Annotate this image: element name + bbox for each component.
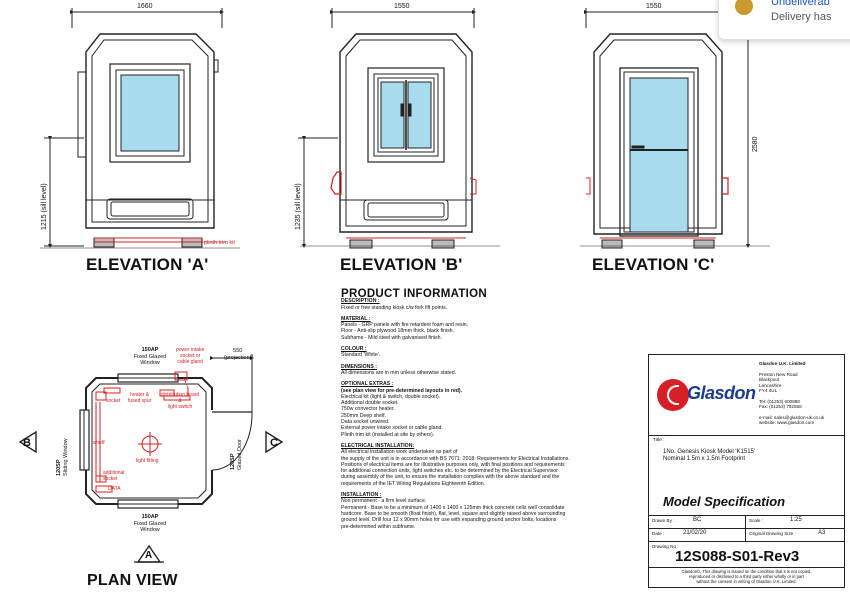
installation-line: ground level. Drill four 12 x 90mm holes… xyxy=(341,517,557,524)
plinth-trim-note: plinth trim kit xyxy=(204,240,235,246)
material-line: Floor - Anti-slip plywood 18mm thick, bl… xyxy=(341,328,455,335)
electrical-line: requirements of the IET Wiring Regulatio… xyxy=(341,480,486,487)
electrical-line: the supply of the unit is in accordance … xyxy=(341,455,570,462)
installation-line: Permanent - Base to be a minimum of 1400… xyxy=(341,504,565,511)
optional-extras-sub: (see plan view for pre-determined layout… xyxy=(341,387,463,394)
shelf-note: shelf xyxy=(93,440,105,446)
elevation-b-title: ELEVATION 'B' xyxy=(340,255,463,274)
socket-note: socket xyxy=(106,398,121,404)
size-cell: Original Drawing Size : A3 xyxy=(749,530,826,536)
elevation-c-height-dim: 2580 xyxy=(752,136,759,152)
model-specification: Model Specification xyxy=(663,494,786,509)
data-socket-note: DATA xyxy=(108,486,121,492)
copyright-notice: Glasdon©. This drawing is issued on the … xyxy=(681,569,812,584)
dimensions-text: All dimensions are in mm unless otherwis… xyxy=(341,369,457,376)
logo-text: Glasdon xyxy=(687,383,756,403)
elevation-a-width: 1660 xyxy=(137,3,153,10)
elevation-c-title: ELEVATION 'C' xyxy=(592,255,715,274)
optional-line: Additional double socket. xyxy=(341,400,399,407)
projection-dim: 550(projection) xyxy=(224,348,252,361)
optional-line: 250mm Deep shelf. xyxy=(341,412,386,419)
electrical-line: for additional connection units, light s… xyxy=(341,468,558,475)
colour-text: Standard 'White'. xyxy=(341,352,381,359)
distribution-board-note: distribution board &light switch xyxy=(160,392,200,410)
material-label: MATERIAL : xyxy=(341,315,371,322)
elevation-b-sill-dim: 1235 (sill level) xyxy=(295,183,302,230)
drawing-title: 1No. Genesis Kiosk Model 'K1515'Nominal … xyxy=(663,449,756,463)
title-block: Glasdon Glasdon U.K. Limited Preston New… xyxy=(648,354,845,588)
product-info-heading: PRODUCT INFORMATION xyxy=(341,288,488,300)
elevation-a-title: ELEVATION 'A' xyxy=(86,255,209,274)
title-label: Title : xyxy=(653,438,665,443)
notification-title: Undeliverab xyxy=(771,0,830,8)
electrical-line: All electrical installation work underta… xyxy=(341,449,458,456)
optional-extras-label: OPTIONAL EXTRAS : xyxy=(341,381,394,388)
delivery-notification[interactable]: Undeliverab Delivery has xyxy=(718,0,850,40)
elevation-b-width: 1550 xyxy=(394,3,410,10)
description-label: DESCRIPTION : xyxy=(341,298,380,305)
colour-label: COLOUR : xyxy=(341,346,367,353)
notification-body: Delivery has xyxy=(771,11,832,23)
product-information: PRODUCT INFORMATION DESCRIPTION : Fixed … xyxy=(341,288,633,530)
elevation-c-drawing xyxy=(580,8,770,249)
material-line: Subframe - Mild steel with galvanised fi… xyxy=(341,334,442,341)
material-line: Panels - GRP panels with fire retardent … xyxy=(341,322,469,329)
drawn-by-cell: Drawn By : BC xyxy=(649,515,746,528)
heater-note: heater &fused spur xyxy=(128,392,152,404)
electrical-line: during assembly of the unit, to ensure t… xyxy=(341,474,560,481)
optional-line: External power intake socket or cable gl… xyxy=(341,425,443,432)
electrical-line: Positions of electrical items are for il… xyxy=(341,461,565,468)
installation-line: hardcore. Base to be smooth (float finis… xyxy=(341,510,566,517)
view-c-marker: C xyxy=(270,437,278,449)
installation-line: Non permanent - a firm level surface. xyxy=(341,498,427,505)
view-a-marker: A xyxy=(145,550,153,561)
electrical-label: ELECTRICAL INSTALLATION: xyxy=(341,442,415,449)
optional-line: Electrical kit (light & switch, double s… xyxy=(341,393,441,400)
optional-line: Plinth trim kit (installed at site by ot… xyxy=(341,431,435,438)
warning-icon xyxy=(735,0,753,15)
view-b-marker: B xyxy=(23,437,31,449)
elevation-b-drawing xyxy=(298,8,500,249)
optional-line: 750w convector heater. xyxy=(341,406,395,413)
date-cell: Date : 21/02/20 xyxy=(649,528,746,541)
elevation-a-sill-dim: 1215 (sill level) xyxy=(41,183,48,230)
glasdon-logo: Glasdon xyxy=(657,377,757,413)
drawing-number: 12S088-S01-Rev3 xyxy=(675,548,800,565)
light-fitting-note: light fitting xyxy=(136,458,159,464)
elevation-a-drawing xyxy=(40,8,240,249)
drawing-no-label: Drawing No : xyxy=(652,544,679,549)
installation-label: INSTALLATION : xyxy=(341,492,382,499)
dimensions-label: DIMENSIONS : xyxy=(341,363,378,370)
plan-view-drawing xyxy=(18,354,284,563)
plan-view-title: PLAN VIEW xyxy=(87,572,178,589)
scale-cell: Scale : 1:25 xyxy=(749,517,802,523)
description-text: Fixed or free standing kiosk c/w fork li… xyxy=(341,304,448,311)
installation-line: pre-determined within subframe. xyxy=(341,523,416,530)
optional-line: Data socket unwired. xyxy=(341,419,390,426)
elevation-c-width: 1550 xyxy=(646,3,662,10)
